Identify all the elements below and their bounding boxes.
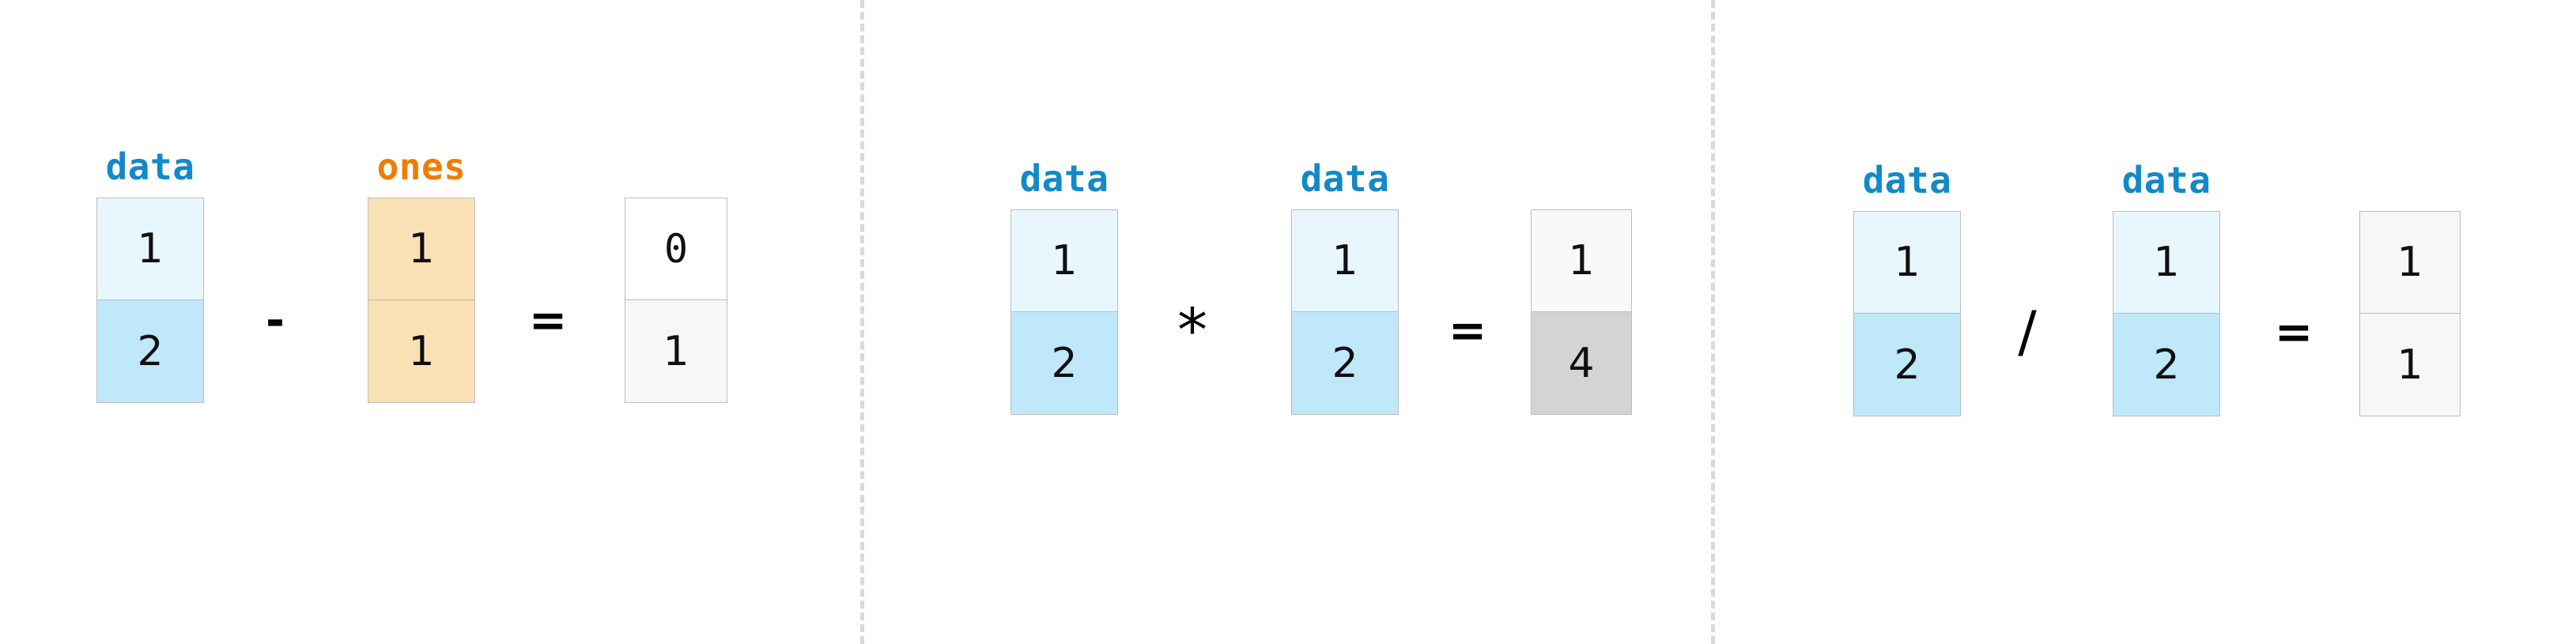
array-label-data: data [105,145,195,188]
array-cell: 1 [1010,209,1118,312]
cell-value: 4 [1568,339,1595,387]
panel-multiply: data 1 2 * data 1 2 = [860,0,1711,644]
array-cell: 2 [2113,314,2220,416]
array-cells: 1 2 [2113,211,2220,416]
cell-value: 1 [1331,237,1358,284]
array-data-left: data 1 2 [1010,160,1118,415]
cell-value: 1 [137,225,164,273]
array-cells: 0 1 [625,198,727,403]
cell-value: 1 [2397,239,2423,286]
array-cell: 1 [2113,211,2220,314]
array-cells: 1 2 [96,198,204,403]
operator-equals: = [1448,303,1487,357]
cell-value: 2 [137,327,164,375]
array-cell: 2 [1291,312,1399,415]
array-data-right: data 1 2 [2113,162,2220,416]
cell-value: 1 [2153,239,2180,286]
array-result-subtract: 0 1 [625,149,727,403]
panel-divider-1 [860,0,864,644]
array-cells: 1 1 [368,198,475,403]
cell-value: 1 [408,225,435,273]
operator-minus: - [265,293,285,347]
cell-value: 1 [1051,237,1078,284]
array-cell: 1 [1531,209,1632,312]
array-cell: 1 [96,198,204,300]
cell-value: 1 [1568,237,1595,284]
array-cell: 1 [2359,314,2461,416]
cell-value: 2 [2153,341,2180,389]
array-cells: 1 4 [1531,209,1632,415]
operator-asterisk: * [1177,295,1207,365]
array-cell: 1 [2359,211,2461,314]
cell-value: 2 [1894,341,1921,389]
panel-divider-2 [1711,0,1715,644]
array-label-data: data [1300,157,1390,200]
array-label-ones: ones [376,145,466,188]
array-cell: 0 [625,198,727,300]
operator-slash: / [2018,299,2037,364]
array-cells: 1 2 [1291,209,1399,415]
array-cell: 4 [1531,312,1632,415]
array-label-data: data [1019,157,1109,200]
array-cells: 1 2 [1010,209,1118,415]
array-cell: 2 [96,300,204,403]
cell-value: 0 [663,226,689,272]
operator-equals: = [528,293,568,347]
array-label-data: data [2121,159,2212,201]
array-result-divide: 1 1 [2359,162,2461,416]
array-cell: 1 [1853,211,1961,314]
array-result-multiply: 1 4 [1531,160,1632,415]
cell-value: 2 [1051,339,1078,387]
array-data-left: data 1 2 [1853,162,1961,416]
array-cell: 2 [1853,314,1961,416]
array-label-data: data [1862,159,1952,201]
array-cells: 1 1 [2359,211,2461,416]
cell-value: 1 [408,327,435,375]
cell-value: 1 [1894,239,1921,286]
array-data-left: data 1 2 [96,149,204,403]
array-cell: 1 [1291,209,1399,312]
array-cells: 1 2 [1853,211,1961,416]
array-cell: 1 [625,300,727,403]
cell-value: 1 [2397,341,2423,389]
array-cell: 1 [368,198,475,300]
array-cell: 1 [368,300,475,403]
array-ones: ones 1 1 [368,149,475,403]
operator-equals: = [2274,305,2313,359]
panel-divide: data 1 2 / data 1 2 = [1711,0,2576,644]
panel-subtract: data 1 2 - ones 1 1 = [0,0,860,644]
cell-value: 1 [663,327,689,375]
array-cell: 2 [1010,312,1118,415]
array-data-right: data 1 2 [1291,160,1399,415]
cell-value: 2 [1331,339,1358,387]
